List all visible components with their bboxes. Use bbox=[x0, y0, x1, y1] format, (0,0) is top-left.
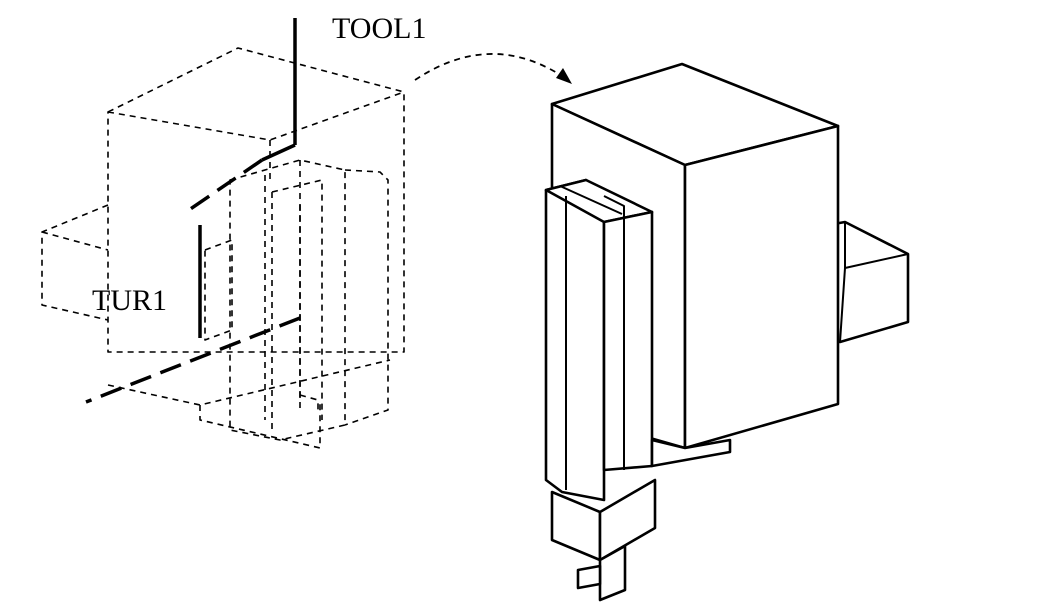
turret-base-ledge bbox=[650, 438, 732, 468]
turret-axis-diagonal bbox=[85, 316, 301, 404]
turret-box-outline bbox=[107, 47, 405, 353]
dashed-turret-wireframe bbox=[41, 47, 405, 449]
transform-arrow bbox=[414, 53, 572, 84]
solid-turret-assembly bbox=[544, 62, 910, 602]
turret-flange-outline bbox=[41, 204, 109, 321]
tool-shank bbox=[550, 490, 602, 562]
tool-tip bbox=[598, 544, 627, 602]
tool-holder-outline bbox=[229, 159, 346, 441]
tool-holder-inner-outline bbox=[271, 169, 389, 430]
arrow-curve bbox=[414, 53, 563, 81]
tool-axis-extension bbox=[185, 158, 263, 214]
coordinate-axes bbox=[85, 18, 301, 404]
turret-flange-edge bbox=[839, 222, 909, 343]
tool-holder-plate bbox=[602, 210, 654, 472]
turret-label: TUR1 bbox=[92, 284, 167, 317]
tool-label: TOOL1 bbox=[332, 12, 426, 45]
arrow-head bbox=[556, 68, 572, 84]
turret-base-outline bbox=[107, 359, 391, 449]
tool-insert bbox=[576, 564, 602, 590]
tool-shank-side bbox=[598, 478, 657, 562]
tool-holder-plate-outline bbox=[204, 239, 319, 412]
tool-holder-groove bbox=[559, 185, 625, 490]
tool-holder-bar bbox=[544, 178, 606, 502]
turret-cube-side bbox=[683, 124, 840, 450]
tool-axis-diagonal bbox=[261, 143, 296, 162]
